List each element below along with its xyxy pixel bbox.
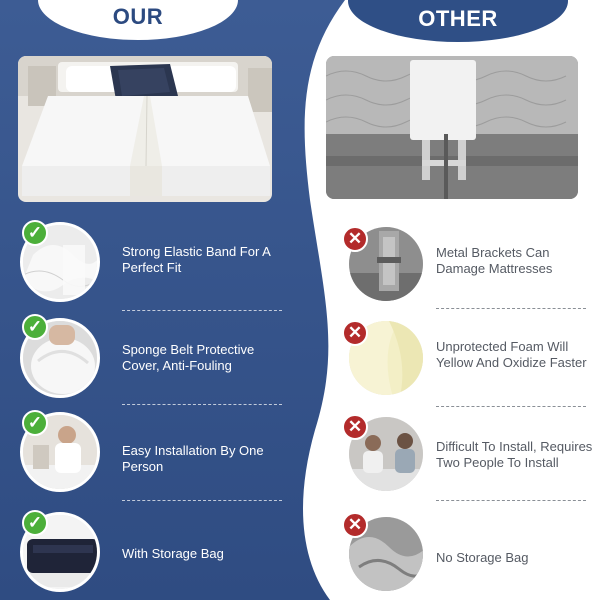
our-feature-3-text: Easy Installation By One Person: [122, 443, 264, 474]
cross-icon: ✕: [342, 226, 368, 252]
our-feature-4-thumbnail: [20, 512, 100, 592]
other-divider-2: [436, 406, 586, 407]
other-feature-2-text: Unprotected Foam Will Yellow And Oxidize…: [436, 339, 587, 370]
check-icon: ✓: [22, 510, 48, 536]
other-feature-3-text: Difficult To Install, Requires Two Peopl…: [436, 439, 593, 470]
our-feature-1-text: Strong Elastic Band For A Perfect Fit: [122, 244, 271, 275]
our-divider-2: [122, 404, 282, 405]
other-product-photo: [326, 56, 578, 199]
our-product-photo: [18, 56, 272, 202]
check-icon: ✓: [22, 220, 48, 246]
our-feature-4-text: With Storage Bag: [122, 546, 224, 561]
cross-icon: ✕: [342, 414, 368, 440]
other-feature-4-text: No Storage Bag: [436, 550, 529, 565]
our-feature-2-text: Sponge Belt Protective Cover, Anti-Fouli…: [122, 342, 255, 373]
other-feature-3-thumbnail: [346, 414, 426, 494]
check-icon: ✓: [22, 314, 48, 340]
our-header-label: OUR: [112, 4, 164, 29]
check-icon: ✓: [22, 410, 48, 436]
other-header-label: OTHER: [418, 6, 498, 31]
our-divider-3: [122, 500, 282, 501]
other-feature-4-thumbnail: [346, 514, 426, 594]
our-divider-1: [122, 310, 282, 311]
cross-icon: ✕: [342, 320, 368, 346]
other-divider-1: [436, 308, 586, 309]
other-divider-3: [436, 500, 586, 501]
other-feature-1-text: Metal Brackets Can Damage Mattresses: [436, 245, 553, 276]
cross-icon: ✕: [342, 512, 368, 538]
